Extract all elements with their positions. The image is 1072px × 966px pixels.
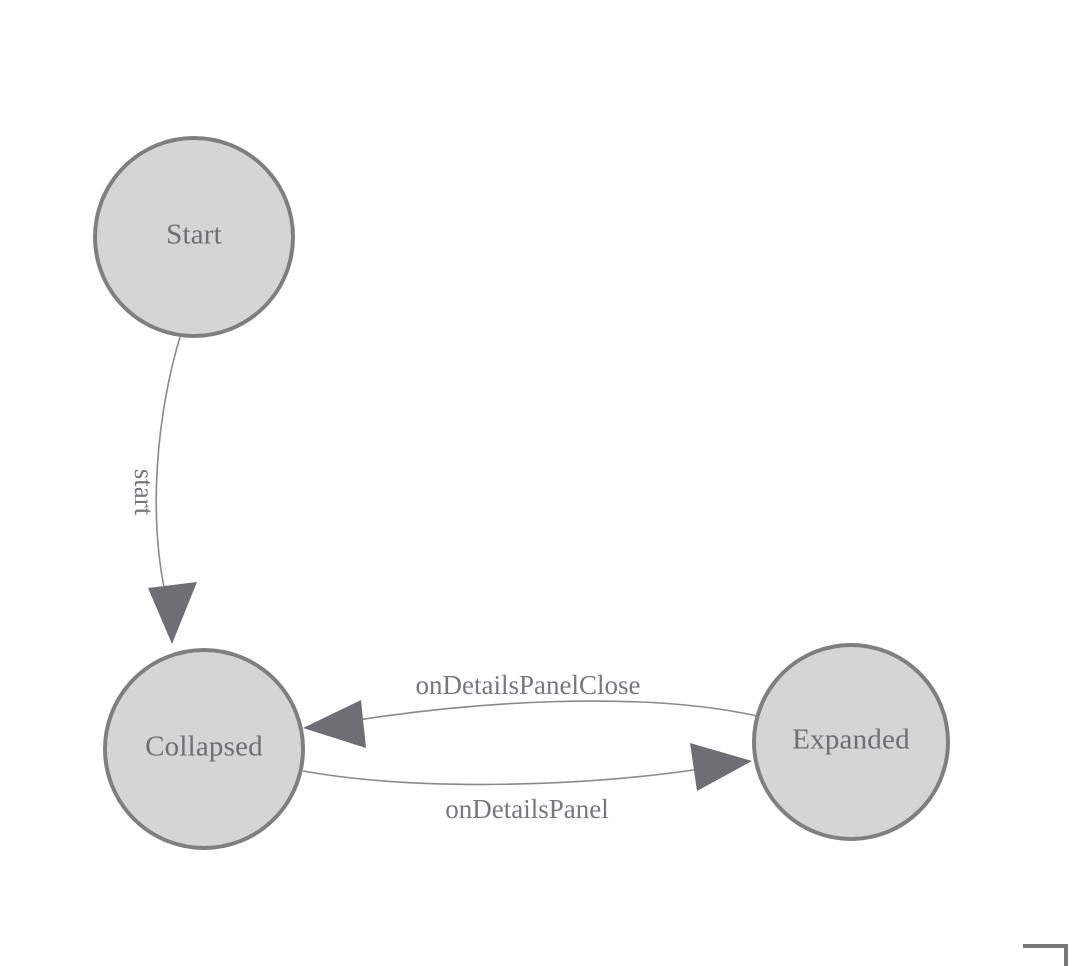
node-expanded-circle bbox=[752, 643, 950, 841]
edge-collapsed-to-expanded[interactable]: onDetailsPanel bbox=[302, 743, 752, 824]
viewport-frame-corner bbox=[1023, 944, 1068, 966]
edge-label-start: start bbox=[129, 469, 159, 516]
edge-start-to-collapsed-path bbox=[155, 336, 181, 618]
node-start-label: Start bbox=[166, 219, 222, 251]
edge-collapsed-to-expanded-path bbox=[302, 768, 701, 786]
edge-start-to-collapsed[interactable]: start bbox=[129, 336, 197, 644]
edges-layer: start onDetailsPanelClose onDetailsPanel bbox=[129, 336, 758, 824]
edge-expanded-to-collapsed-arrowhead bbox=[303, 700, 366, 748]
edge-label-on-details-panel-close: onDetailsPanelClose bbox=[416, 670, 641, 700]
frame-vertical-line bbox=[1064, 944, 1068, 966]
node-collapsed-label: Collapsed bbox=[145, 731, 263, 763]
node-collapsed-circle bbox=[103, 648, 305, 850]
edge-collapsed-to-expanded-arrowhead bbox=[690, 743, 752, 791]
edge-start-to-collapsed-arrowhead bbox=[148, 582, 197, 644]
edge-expanded-to-collapsed-path bbox=[351, 700, 758, 722]
node-expanded-label: Expanded bbox=[792, 724, 910, 756]
node-collapsed[interactable]: Collapsed bbox=[103, 648, 305, 850]
node-start[interactable]: Start bbox=[93, 136, 295, 338]
node-start-circle bbox=[93, 136, 295, 338]
frame-horizontal-line bbox=[1023, 944, 1068, 948]
edge-label-on-details-panel: onDetailsPanel bbox=[445, 794, 608, 824]
nodes-layer: Start Collapsed Expanded bbox=[93, 136, 950, 850]
edge-expanded-to-collapsed[interactable]: onDetailsPanelClose bbox=[303, 670, 758, 748]
node-expanded[interactable]: Expanded bbox=[752, 643, 950, 841]
